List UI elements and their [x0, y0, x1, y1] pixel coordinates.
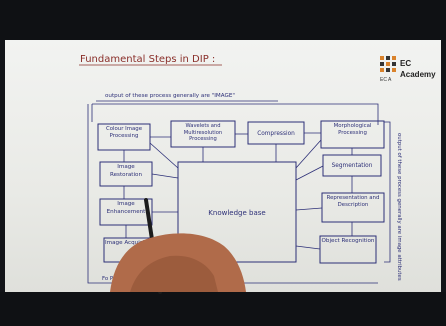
restoration-label: Image Restoration [109, 164, 143, 178]
recognition-box [319, 235, 377, 264]
knowledge-base-label: Knowledge base [208, 209, 265, 217]
arrow-rest-kb [151, 173, 179, 179]
flow-arrows [123, 132, 353, 251]
side-caption: output of these process generally are im… [396, 133, 402, 281]
segmentation-label: Segmentation [332, 163, 373, 169]
enhancement-label: Image Enhancement [106, 201, 146, 215]
arrow-morph-kb [295, 139, 322, 169]
arrow-rep-kb [295, 207, 323, 211]
wavelets-label: Wavelets and Multiresolution Processing [183, 123, 223, 143]
letterbox-bottom [0, 292, 446, 326]
morph-box [320, 120, 385, 149]
letterbox-top [0, 0, 446, 40]
arrow-colour-kb [149, 142, 179, 169]
arrow-rec-kb [295, 245, 321, 250]
recognition-label: Object Recognition [321, 238, 375, 244]
morph-label: Morphological Processing [333, 123, 372, 136]
page-title: Fundamental Steps in DIP : [80, 54, 215, 65]
logo-line1: EC [400, 59, 411, 68]
colour-label: Colour Image Processing [105, 126, 143, 139]
representation-box [321, 192, 385, 223]
ec-academy-logo: EC A EC Academy [380, 56, 436, 83]
hand-shadow [130, 255, 218, 292]
hand-with-pen [110, 198, 246, 294]
top-caption: output of these process generally are "I… [105, 93, 235, 99]
top-bracket [91, 103, 379, 125]
outer-bracket [87, 104, 378, 284]
logo-line2: Academy [400, 70, 436, 79]
representation-label: Representation and Description [326, 195, 380, 208]
logo-dot-grid-icon [380, 56, 396, 72]
partial-bottom-text: Fo Pr [102, 276, 116, 282]
right-brace [384, 121, 391, 263]
compression-label: Compression [257, 131, 295, 137]
arrow-seg-kb [295, 165, 324, 181]
logo-mark: EC A [380, 77, 392, 83]
acquisition-label: Image Acquisition [105, 240, 155, 246]
